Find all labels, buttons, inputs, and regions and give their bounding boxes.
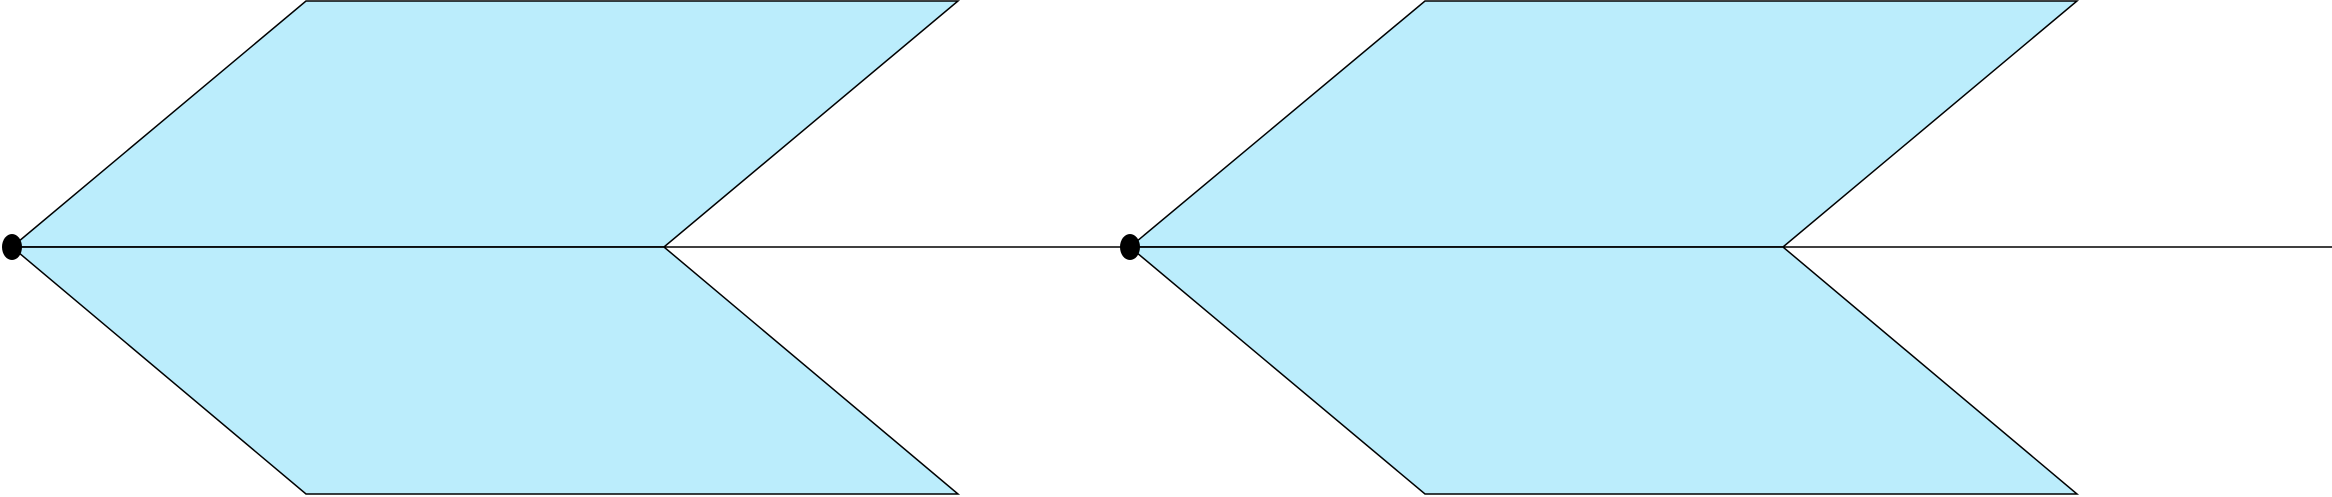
chevron-group-1 [9, 0, 961, 495]
chevron-lower-2[interactable] [1127, 246, 2080, 495]
chevron-upper-1[interactable] [9, 0, 961, 248]
chevron-lower-1[interactable] [9, 246, 961, 495]
node-2[interactable] [1120, 234, 1140, 260]
node-1[interactable] [2, 234, 22, 260]
chevron-upper-2[interactable] [1127, 0, 2080, 248]
chevron-group-2 [1127, 0, 2080, 495]
